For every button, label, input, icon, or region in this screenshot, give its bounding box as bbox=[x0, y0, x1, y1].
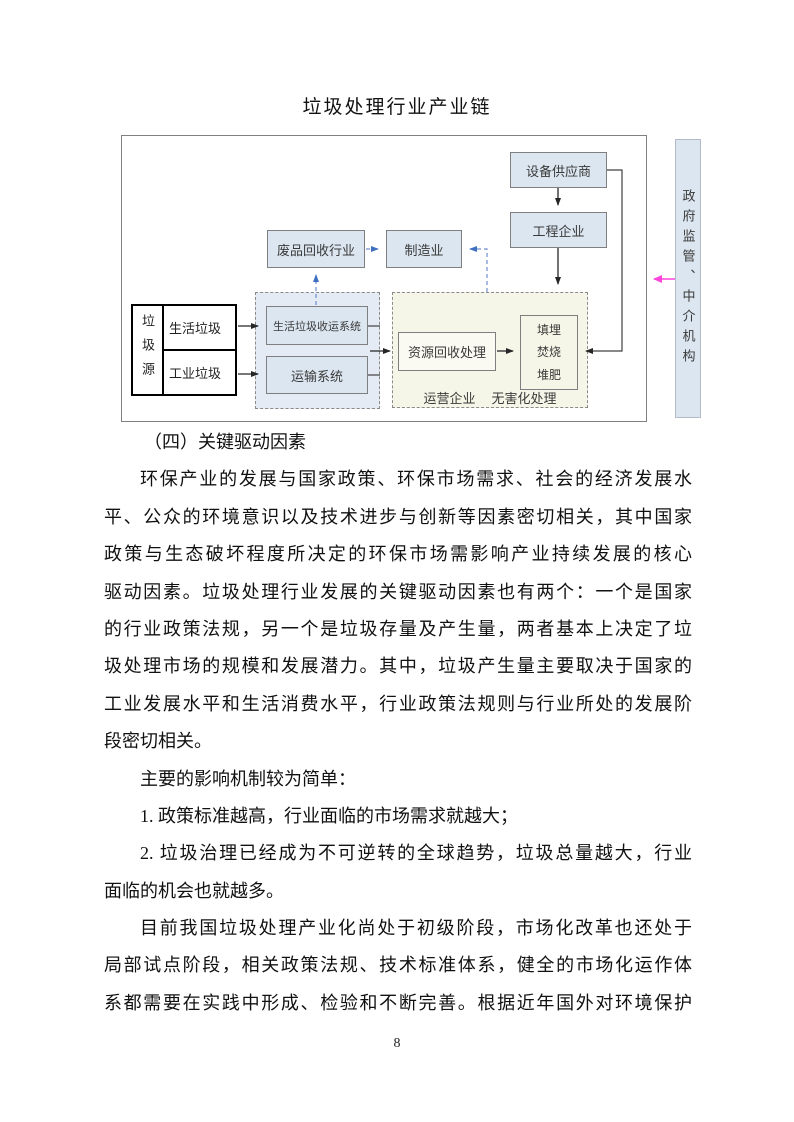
industrial-waste-cell: 工业垃圾 bbox=[169, 366, 222, 381]
harmless-treatment-label: 无害化处理 bbox=[491, 391, 557, 406]
manufacturing-box: 制造业 bbox=[386, 230, 462, 268]
list-item: 2. 垃圾治理已经成为不可逆转的全球趋势，垃圾总量越大，行业 bbox=[140, 843, 692, 864]
section-heading: （四）关键驱动因素 bbox=[144, 432, 306, 452]
operator-region-labels: 运营企业 无害化处理 bbox=[392, 388, 588, 407]
body-line: 主要的影响机制较为简单： bbox=[140, 768, 356, 789]
operator-enterprise-label: 运营企业 bbox=[423, 391, 476, 406]
body-line: 圾处理市场的规模和发展潜力。其中，垃圾产生量主要取决于国家的 bbox=[104, 656, 692, 677]
body-line: 驱动因素。垃圾处理行业发展的关键驱动因素也有两个：一个是国家 bbox=[104, 581, 692, 602]
regulator-label: 政府监管、中介机构 bbox=[680, 188, 696, 369]
body-line: 政策与生态破坏程度所决定的环保市场需影响产业持续发展的核心 bbox=[104, 544, 692, 565]
list-item: 1. 政策标准越高，行业面临的市场需求就越大； bbox=[140, 805, 518, 826]
body-line: 局部试点阶段，相关政策法规、技术标准体系，健全的市场化运作体 bbox=[104, 955, 692, 976]
equipment-supplier-box: 设备供应商 bbox=[510, 152, 607, 188]
recycling-industry-box: 废品回收行业 bbox=[267, 230, 365, 268]
waste-source-table: 垃圾源 生活垃圾 工业垃圾 bbox=[131, 304, 237, 396]
body-line: 环保产业的发展与国家政策、环保市场需求、社会的经济发展水 bbox=[140, 469, 692, 490]
body-line: 目前我国垃圾处理产业化尚处于初级阶段，市场化改革也还处于 bbox=[140, 918, 692, 939]
waste-types-column: 生活垃圾 工业垃圾 bbox=[164, 306, 235, 394]
transport-system-box: 运输系统 bbox=[266, 356, 368, 394]
page-number: 8 bbox=[393, 1036, 401, 1051]
body-line: 面临的机会也就越多。 bbox=[104, 880, 284, 901]
landfill-label: 填埋 bbox=[536, 323, 561, 338]
body-text: （四）关键驱动因素 环保产业的发展与国家政策、环保市场需求、社会的经济发展水 平… bbox=[104, 424, 692, 1022]
regulator-bar: 政府监管、中介机构 bbox=[675, 139, 701, 418]
composting-label: 堆肥 bbox=[536, 367, 561, 382]
body-line: 段密切相关。 bbox=[104, 731, 212, 752]
collection-system-box: 生活垃圾收运系统 bbox=[266, 306, 368, 345]
body-line: 的行业政策法规，另一个是垃圾存量及产生量，两者基本上决定了垃 bbox=[104, 618, 692, 639]
incineration-label: 焚烧 bbox=[536, 345, 561, 360]
body-line: 平、公众的环境意识以及技术进步与创新等因素密切相关，其中国家 bbox=[104, 506, 692, 527]
domestic-waste-cell: 生活垃圾 bbox=[164, 306, 235, 351]
resource-recovery-box: 资源回收处理 bbox=[398, 332, 496, 371]
body-line: 工业发展水平和生活消费水平，行业政策法规则与行业所处的发展阶 bbox=[104, 693, 692, 714]
waste-source-label: 垃圾源 bbox=[140, 314, 155, 386]
body-line: 系都需要在实践中形成、检验和不断完善。根据近年国外对环境保护 bbox=[104, 992, 692, 1013]
waste-source-cell: 垃圾源 bbox=[133, 306, 164, 394]
engineering-enterprise-box: 工程企业 bbox=[510, 212, 607, 248]
disposal-methods-box: 填埋 焚烧 堆肥 bbox=[520, 315, 578, 390]
diagram-title: 垃圾处理行业产业链 bbox=[302, 97, 492, 118]
